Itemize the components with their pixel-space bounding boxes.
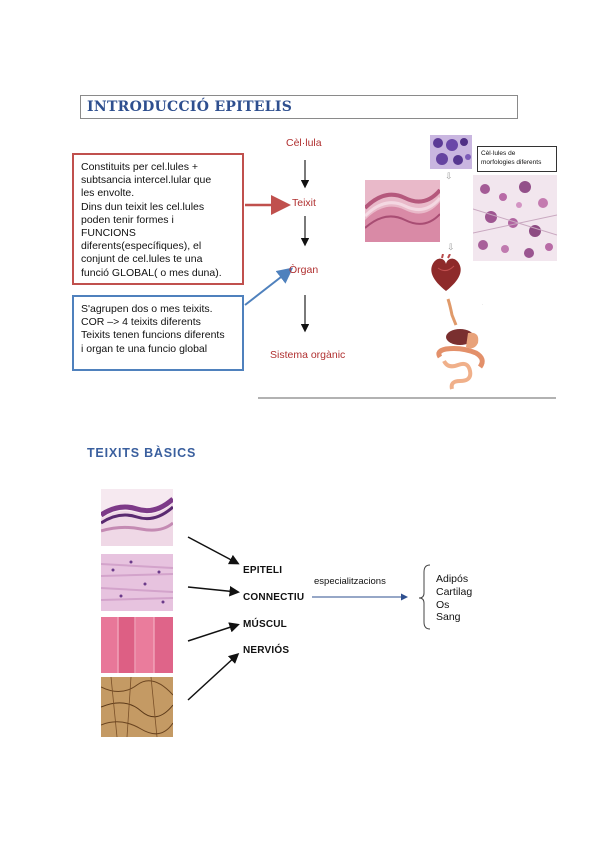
cells-micrograph: [473, 175, 557, 261]
curly-brace: [418, 564, 431, 630]
callout-line: Cèl·lules de: [481, 150, 516, 157]
tissue-arrow: [187, 622, 240, 642]
digestive-system-image: .: [418, 295, 508, 395]
section-title-tissues: TEIXITS BÀSICS: [87, 446, 197, 460]
blue-note-line: Teixits tenen funcions diferents: [81, 329, 225, 342]
specialization-item: Cartilag: [436, 585, 473, 598]
callout-line: morfologies diferents: [481, 159, 542, 166]
blue-note-line: COR –> 4 teixits diferents: [81, 316, 201, 329]
flow-label-cellula: Cèl·lula: [286, 137, 322, 149]
nervous-tissue-image: [101, 677, 173, 737]
red-note-line: Dins dun teixit les cel.lules: [81, 200, 205, 213]
red-note-line: poden tenir formes i: [81, 213, 174, 226]
epithelium-micrograph: [365, 180, 440, 242]
red-note-line: diferents(específiques), el: [81, 240, 202, 253]
tissue-arrow: [187, 586, 240, 597]
red-note-line: funció GLOBAL( o mes duna).: [81, 266, 222, 279]
specialization-item: Os: [436, 598, 450, 611]
blue-note-box: S'agrupen dos o mes teixits. COR –> 4 te…: [72, 295, 244, 371]
cell-micrograph: [430, 135, 472, 169]
tissue-label-nervios: NERVIÓS: [243, 645, 290, 656]
down-arrow-icon: ⇩: [447, 242, 455, 252]
blue-note-line: i organ te una funcio global: [81, 342, 208, 355]
tissue-label-muscul: MÚSCUL: [243, 619, 287, 630]
red-note-line: les envolte.: [81, 187, 135, 200]
down-arrow-icon: ⇩: [445, 171, 453, 181]
red-note-box: Constituits per cel.lules + subtsancia i…: [72, 153, 244, 285]
tissue-arrow: [187, 652, 240, 701]
section-title: INTRODUCCIÓ EPITELIS: [87, 99, 293, 115]
flow-label-sistema: Sistema orgànic: [270, 349, 346, 361]
heart-organ-image: [428, 253, 464, 292]
tissue-label-connectiu: CONNECTIU: [243, 592, 305, 603]
tissue-label-epiteli: EPITELI: [243, 565, 283, 576]
flow-label-organ: Òrgan: [289, 264, 319, 276]
connective-tissue-image: [101, 554, 173, 611]
red-note-line: FUNCIONS: [81, 227, 136, 240]
epithelium-tissue-image: [101, 489, 173, 546]
section-title-box: [80, 95, 518, 119]
specialization-item: Sang: [436, 611, 461, 624]
tissue-arrow: [187, 536, 240, 565]
red-note-line: conjunt de cel.lules te una: [81, 253, 203, 266]
blue-arrow: [244, 267, 294, 306]
red-note-line: subtsancia intercel.lular que: [81, 174, 212, 187]
flow-label-teixit: Teixit: [292, 197, 316, 209]
muscle-tissue-image: [101, 617, 173, 673]
red-note-line: Constituits per cel.lules +: [81, 161, 199, 173]
cell-morphology-callout: Cèl·lules de morfologies diferents: [477, 146, 557, 172]
specializations-label: especialitzacions: [314, 576, 386, 587]
specializations-list: Adipós Cartilag Os Sang: [436, 573, 472, 624]
blue-note-line: S'agrupen dos o mes teixits.: [81, 303, 213, 315]
svg-text:.: .: [482, 302, 483, 306]
specialization-item: Adipós: [436, 573, 469, 585]
